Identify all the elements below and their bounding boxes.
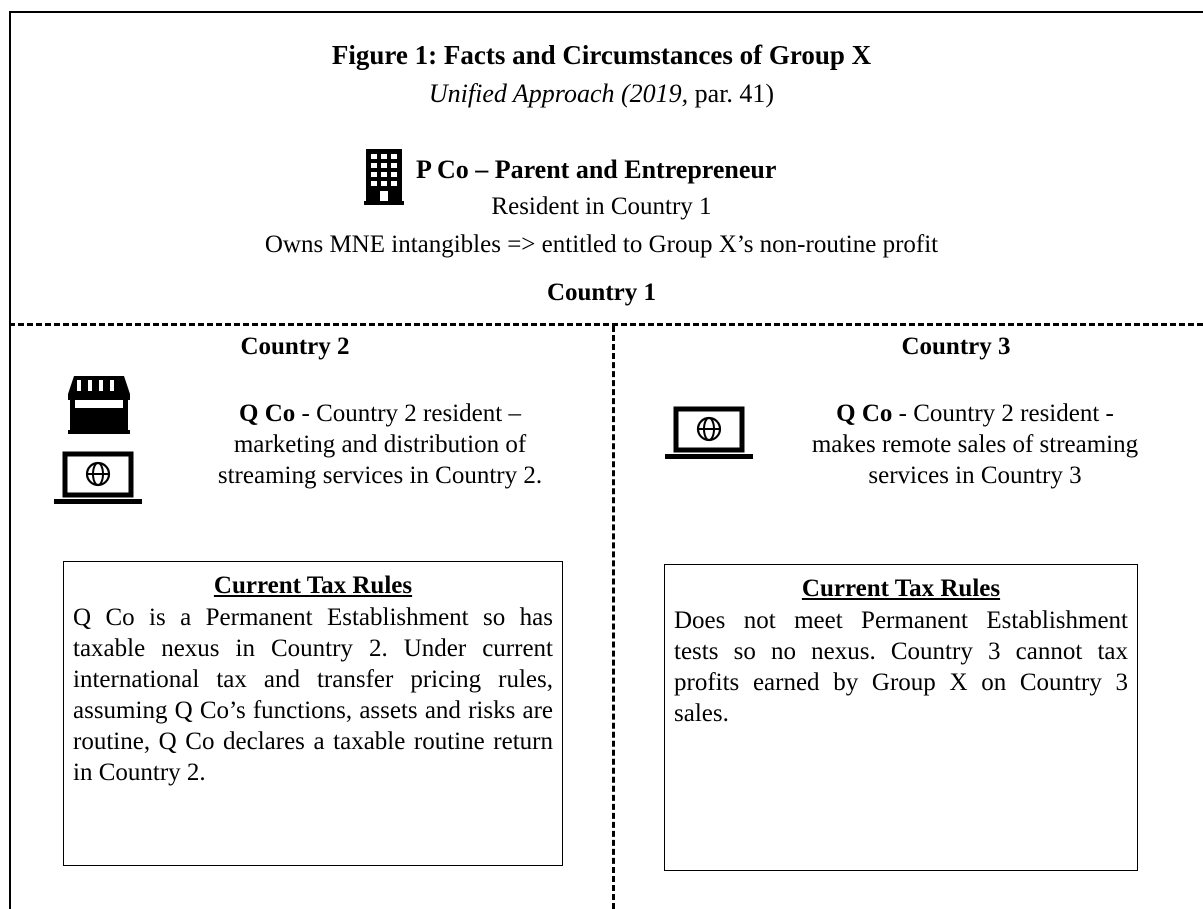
storefront-icon	[68, 376, 130, 434]
subtitle-source: Unified Approach (2019,	[428, 79, 689, 108]
country3-desc-line2: makes remote sales of streaming	[811, 431, 1139, 458]
figure-frame	[9, 11, 1203, 909]
vertical-divider	[612, 326, 615, 909]
country2-rules-text: Q Co is a Permanent Establishment so has…	[73, 604, 553, 786]
parent-title: P Co – Parent and Entrepreneur	[416, 155, 777, 184]
country2-entity: Q Co	[239, 400, 296, 427]
parent-ownership: Owns MNE intangibles => entitled to Grou…	[264, 231, 939, 258]
parent-residence: Resident in Country 1	[491, 193, 712, 220]
building-icon	[364, 149, 404, 205]
country3-desc-line3: services in Country 3	[868, 462, 1082, 489]
country3-rules-box: Current Tax Rules Does not meet Permanen…	[664, 564, 1138, 871]
country3-desc-line1: - Country 2 resident -	[892, 400, 1114, 427]
figure-title: Figure 1: Facts and Circumstances of Gro…	[331, 40, 872, 70]
country3-entity: Q Co	[836, 400, 893, 427]
country3-rules-text: Does not meet Permanent Establishment te…	[674, 607, 1128, 727]
figure-subtitle: Unified Approach (2019, par. 41)	[0, 79, 1203, 109]
country2-rules-box: Current Tax Rules Q Co is a Permanent Es…	[63, 561, 563, 866]
country2-desc-line3: streaming services in Country 2.	[217, 462, 543, 489]
country2-desc-line2: marketing and distribution of	[233, 431, 527, 458]
subtitle-paragraph: par. 41)	[688, 79, 775, 108]
country3-rules-title: Current Tax Rules	[801, 575, 1001, 602]
country2-desc-line1: - Country 2 resident –	[295, 400, 521, 427]
horizontal-divider	[9, 323, 1203, 326]
country2-heading: Country 2	[240, 333, 350, 360]
country3-description: Q Co - Country 2 resident - makes remote…	[765, 398, 1185, 491]
laptop-globe-icon	[665, 406, 753, 459]
country3-heading: Country 3	[901, 333, 1011, 360]
country2-description: Q Co - Country 2 resident – marketing an…	[170, 398, 590, 491]
country2-rules-title: Current Tax Rules	[213, 572, 413, 599]
country1-label: Country 1	[546, 279, 657, 306]
laptop-globe-icon	[54, 451, 142, 504]
